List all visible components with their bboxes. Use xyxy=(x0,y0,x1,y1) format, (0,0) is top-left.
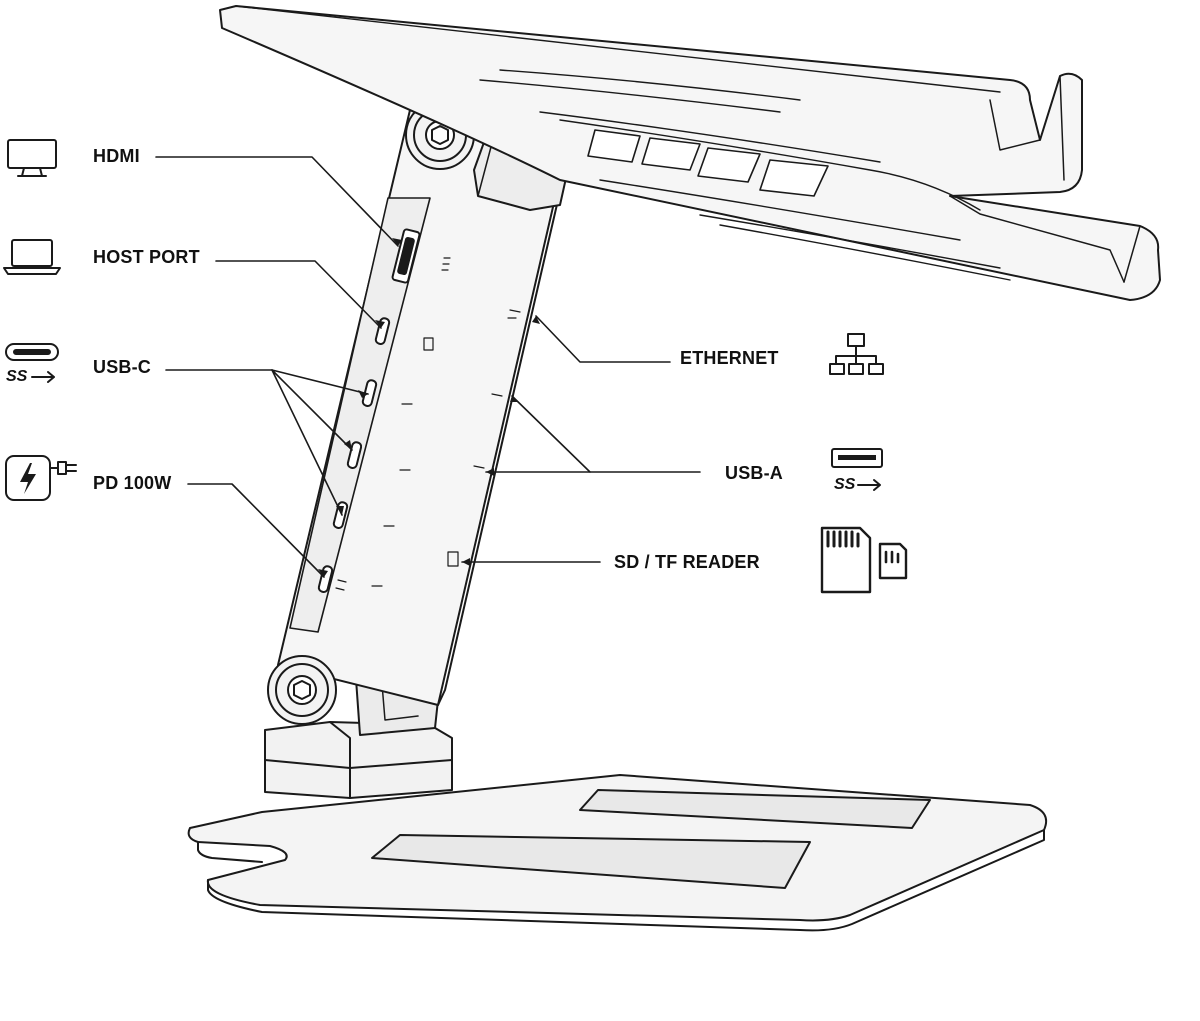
network-tree-icon xyxy=(829,333,884,375)
sd-tf-reader-label: SD / TF READER xyxy=(614,552,760,572)
usb-c-label: USB-C xyxy=(93,357,151,377)
laptop-icon xyxy=(3,239,61,275)
leader-lines xyxy=(155,156,701,578)
sd-tf-card-icon xyxy=(820,526,908,594)
superspeed-usb-a-mark: SS xyxy=(834,476,856,493)
hdmi-label: HDMI xyxy=(93,146,140,166)
pd-100w-label: PD 100W xyxy=(93,473,172,493)
host-port-label: HOST PORT xyxy=(93,247,200,267)
ethernet-label: ETHERNET xyxy=(680,348,779,368)
superspeed-usb-c-mark: SS xyxy=(6,368,28,385)
monitor-icon xyxy=(7,139,57,177)
usb-a-label: USB-A xyxy=(725,463,783,483)
stand-base xyxy=(187,774,1048,932)
charger-bolt-icon xyxy=(5,455,77,501)
stand-top-plate xyxy=(219,5,1161,301)
usb-c-superspeed-icon xyxy=(5,343,59,383)
usb-a-superspeed-icon xyxy=(831,448,883,491)
